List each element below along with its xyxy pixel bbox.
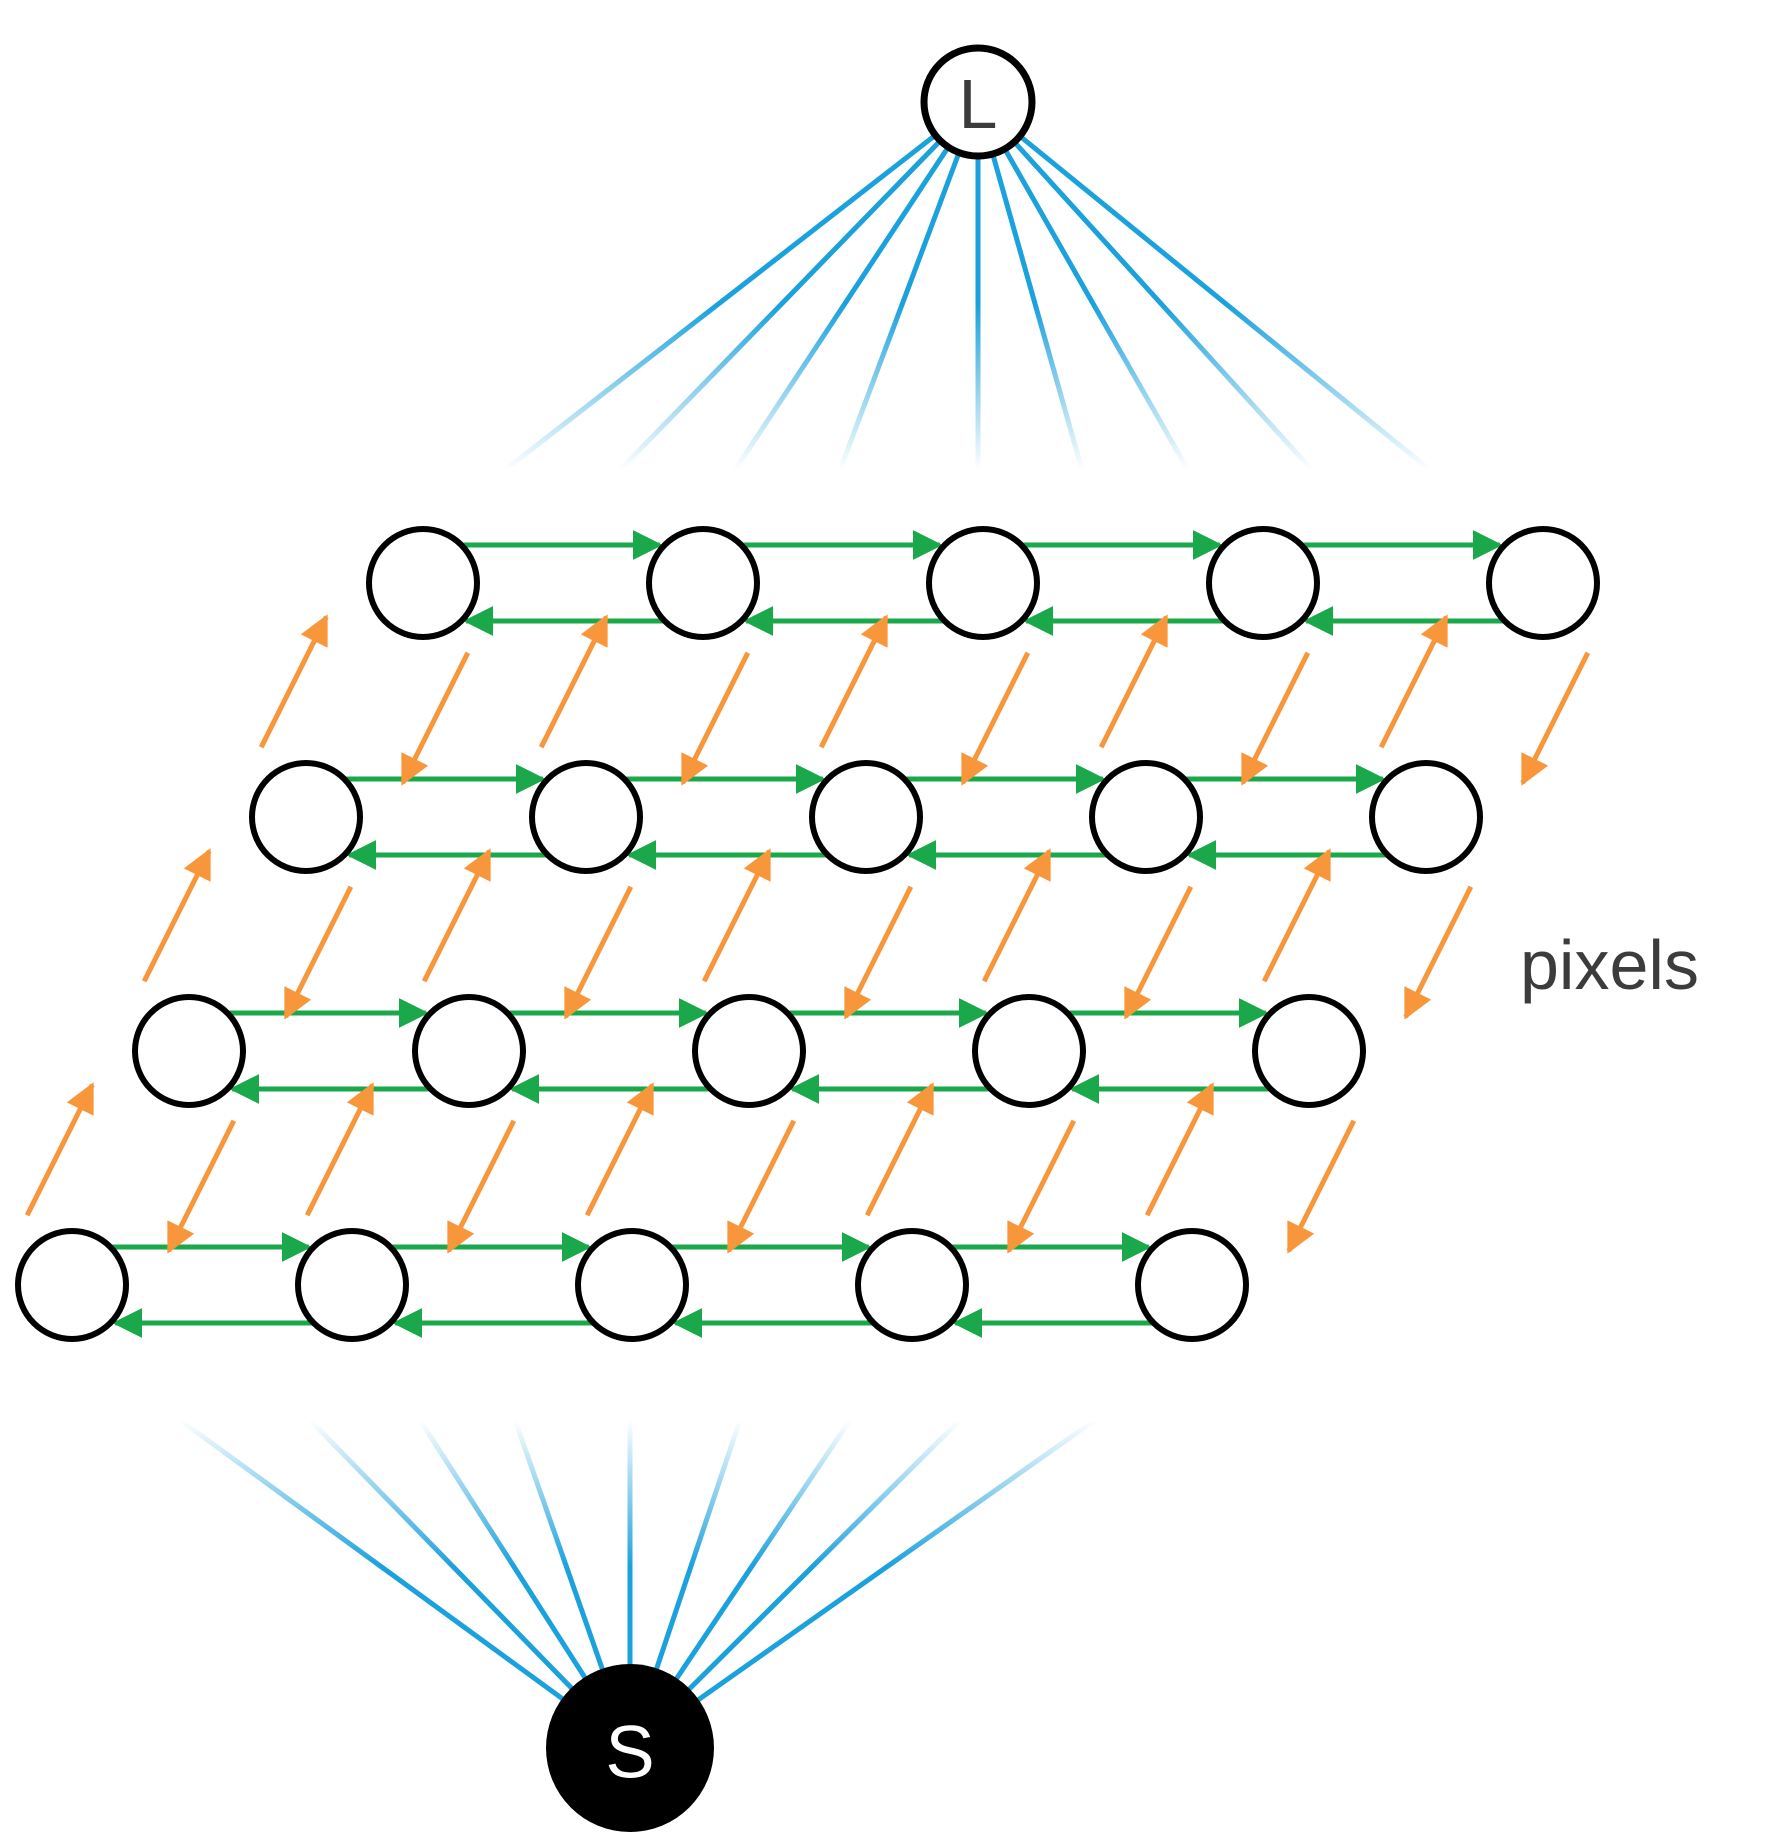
pixel-node xyxy=(529,760,643,874)
sink-node-label: L xyxy=(959,65,998,143)
diagonal-arrow xyxy=(283,885,354,1020)
diagonal-arrow xyxy=(563,885,634,1020)
pixel-node xyxy=(809,760,923,874)
source-node-label: S xyxy=(605,1711,654,1794)
diagonal-arrow xyxy=(1240,651,1311,786)
diagonal-arrow xyxy=(680,651,751,786)
diagonal-arrow xyxy=(446,1119,517,1254)
diagonal-arrow xyxy=(166,1119,237,1254)
diagonal-arrow xyxy=(258,614,329,749)
diagonal-arrow xyxy=(304,1082,375,1217)
diagonal-arrow xyxy=(1006,1119,1077,1254)
diagonal-arrow xyxy=(400,651,471,786)
sink-node-circle xyxy=(920,44,1036,160)
sink-link xyxy=(837,101,981,471)
pixel-node xyxy=(926,526,1040,640)
sink-link xyxy=(618,100,980,472)
pixel-node xyxy=(1252,994,1366,1108)
source-link xyxy=(628,1417,1097,1751)
pixel-node xyxy=(1135,1228,1249,1342)
diagonal-arrow xyxy=(1098,614,1169,749)
pixel-node xyxy=(855,1228,969,1342)
sink-links xyxy=(503,100,1432,472)
diagonal-arrow xyxy=(981,848,1052,983)
source-node: S xyxy=(546,1664,714,1832)
pixel-node xyxy=(692,994,806,1108)
pixel-node xyxy=(1486,526,1600,640)
diagonal-arrow xyxy=(701,848,772,983)
pixel-node xyxy=(366,526,480,640)
diagonal-arrow xyxy=(24,1082,95,1217)
diagonal-arrow xyxy=(1520,651,1591,786)
pixel-node xyxy=(1369,760,1483,874)
pixel-node xyxy=(1206,526,1320,640)
pixel-node xyxy=(249,760,363,874)
diagonal-arrow xyxy=(421,848,492,983)
sink-link xyxy=(975,100,1191,472)
sink-link xyxy=(732,100,981,472)
pixel-node xyxy=(575,1228,689,1342)
diagonal-arrow xyxy=(141,848,212,983)
pixel-node xyxy=(132,994,246,1108)
pixel-node xyxy=(295,1228,409,1342)
sink-link xyxy=(503,100,980,472)
diagonal-arrow xyxy=(1123,885,1194,1020)
source-link xyxy=(178,1417,632,1751)
diagonal-arrow xyxy=(1286,1119,1357,1254)
sink-link xyxy=(975,101,1085,471)
sink-link xyxy=(976,100,1432,472)
diagonal-arrow xyxy=(538,614,609,749)
sink-link xyxy=(976,100,1314,472)
diagonal-arrow xyxy=(864,1082,935,1217)
diagonal-arrow xyxy=(960,651,1031,786)
pixel-node xyxy=(972,994,1086,1108)
pixels-label: pixels xyxy=(1520,926,1699,1004)
diagonal-arrow xyxy=(1144,1082,1215,1217)
diagonal-arrow xyxy=(818,614,889,749)
source-node-circle xyxy=(546,1664,714,1832)
sink-node: L xyxy=(920,44,1036,160)
pixel-node xyxy=(1089,760,1203,874)
pixel-node xyxy=(412,994,526,1108)
diagonal-arrow xyxy=(1403,885,1474,1020)
pixel-node xyxy=(15,1228,129,1342)
diagonal-arrow xyxy=(584,1082,655,1217)
diagonal-arrow xyxy=(726,1119,797,1254)
diagonal-arrow xyxy=(843,885,914,1020)
diagonal-arrow xyxy=(1378,614,1449,749)
pixel-node xyxy=(646,526,760,640)
pixel-nodes xyxy=(15,526,1600,1342)
diagonal-arrow xyxy=(1261,848,1332,983)
pixel-edges xyxy=(24,530,1591,1338)
